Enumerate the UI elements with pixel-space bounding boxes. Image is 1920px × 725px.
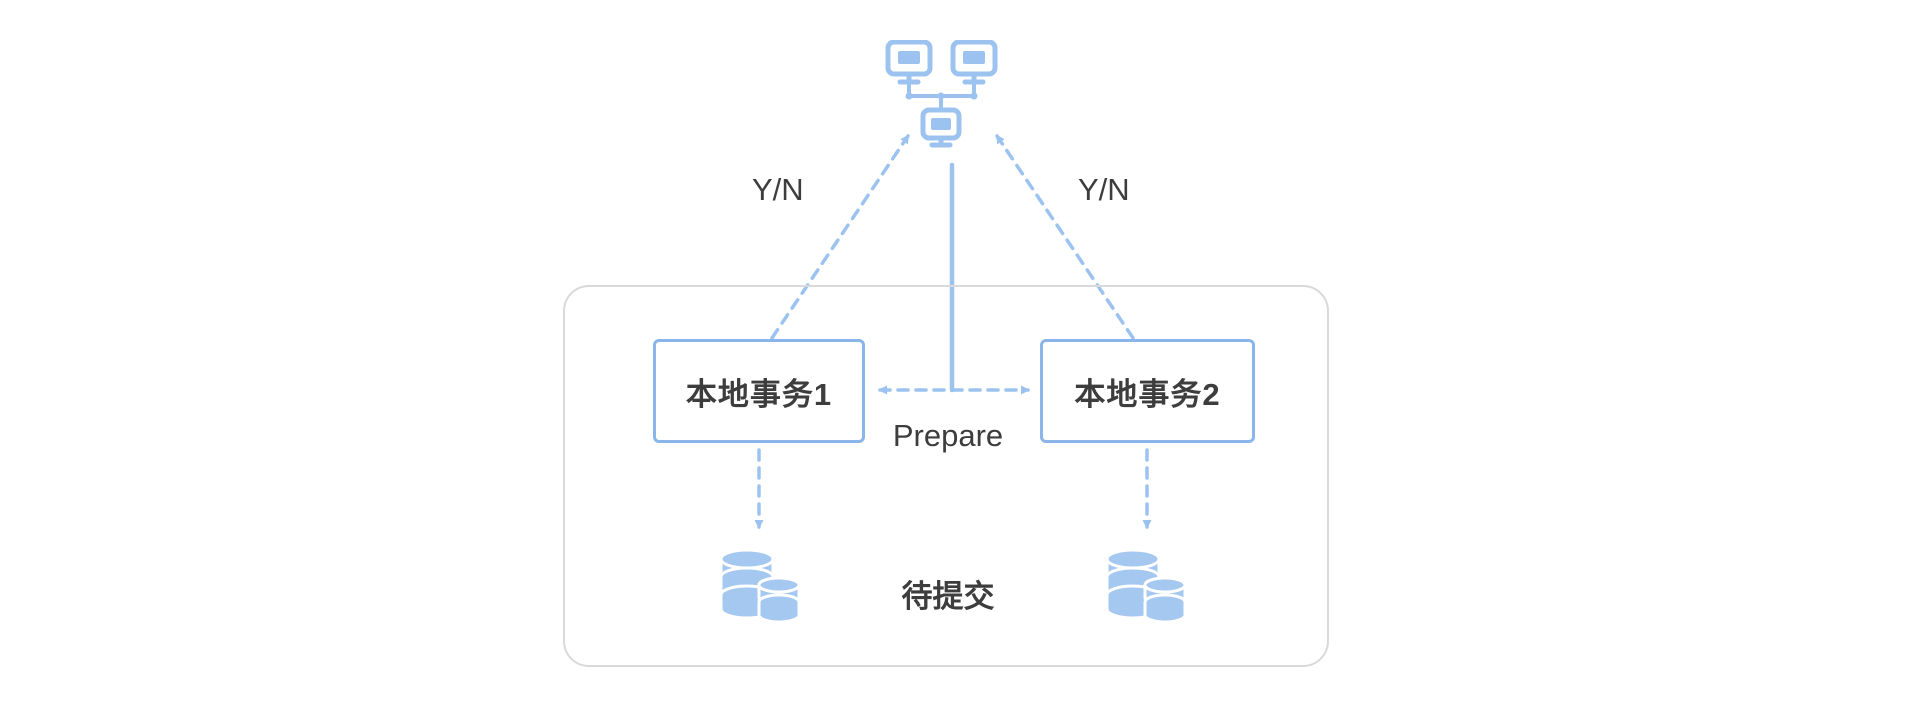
prepare-label: Prepare [892, 418, 1004, 453]
database-icon [1105, 548, 1187, 624]
yn-left-label: Y/N [752, 172, 804, 207]
transaction-container [563, 285, 1329, 667]
network-coordinator-icon [885, 40, 998, 148]
local-transaction-2-box: 本地事务2 [1040, 339, 1255, 443]
yn-right-label: Y/N [1078, 172, 1130, 207]
pending-commit-label: 待提交 [901, 579, 995, 614]
local-transaction-1-box: 本地事务1 [653, 339, 865, 443]
database-icon [719, 548, 801, 624]
